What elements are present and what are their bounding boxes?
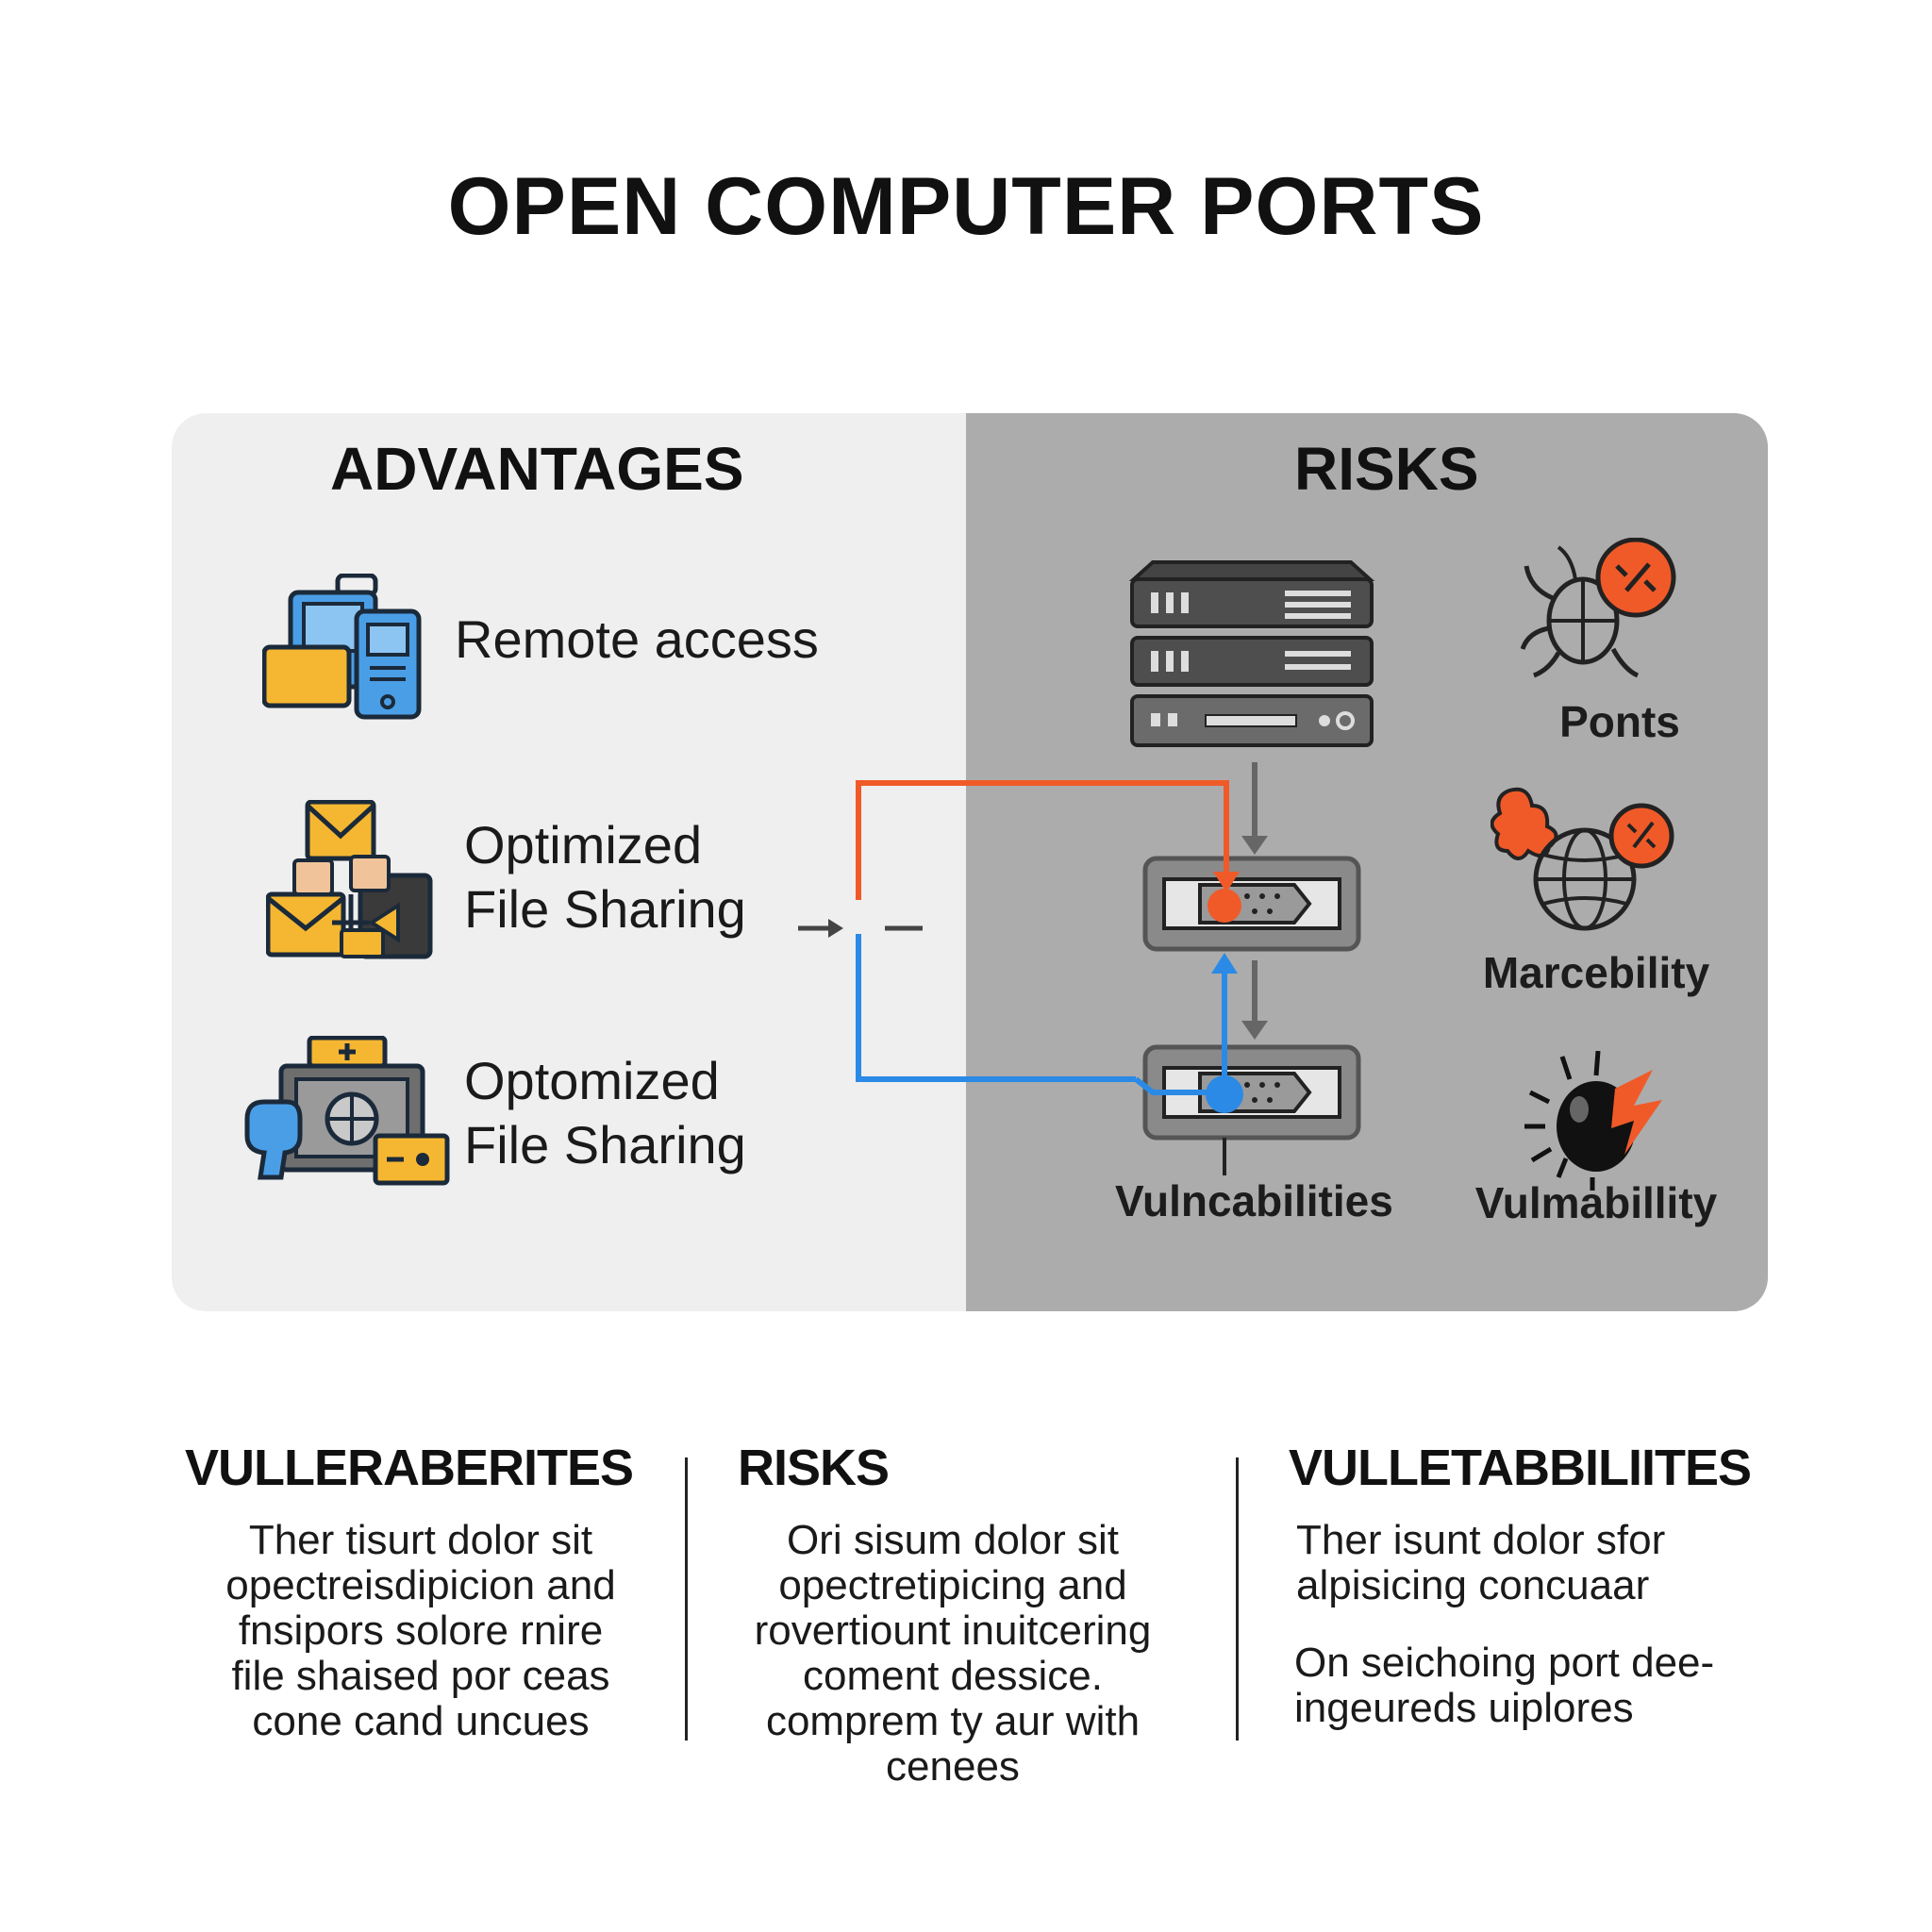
- bottom-column-title: RISKS: [738, 1440, 890, 1496]
- advantage-item-secure-sharing: Optomized File Sharing: [172, 1035, 966, 1224]
- risk-label-globe: Marcebility: [1482, 948, 1710, 997]
- advantages-heading: ADVANTAGES: [330, 435, 744, 503]
- bottom-column-vulnerabilities: VULLERABERITES Ther tisurt dolor sit ope…: [185, 1439, 657, 1744]
- column-divider: [685, 1457, 688, 1740]
- port-connector-icon: [1142, 1044, 1361, 1141]
- port-flow-diagram: [798, 762, 1361, 1175]
- bottom-column-text: Ther isunt dolor sfor alpisicing concuaa…: [1296, 1517, 1666, 1608]
- bottom-column-text: Ori sisum dolor sit opectretipicing and …: [754, 1517, 1152, 1790]
- advantage-label: Remote access: [455, 609, 819, 669]
- bottom-column-risks: RISKS Ori sisum dolor sit opectretipicin…: [717, 1439, 1189, 1790]
- malware-bug-icon: [1521, 1050, 1681, 1197]
- secure-file-sharing-icon: [243, 1035, 451, 1201]
- risk-label-ports: Ponts: [1559, 697, 1680, 746]
- file-sharing-icon: [265, 799, 436, 965]
- advantage-item-file-sharing: Optimized File Sharing: [172, 799, 966, 989]
- advantage-item-remote-access: Remote access: [172, 573, 966, 762]
- server-rack-icon: [1124, 560, 1379, 754]
- remote-devices-icon: [261, 573, 432, 729]
- globe-threat-icon: [1490, 785, 1679, 941]
- bottom-column-title: VULLERABERITES: [185, 1440, 634, 1496]
- advantage-label: Optimized File Sharing: [464, 815, 746, 939]
- blue-port-dot: [1206, 1075, 1243, 1113]
- bug-icon: [1520, 537, 1681, 684]
- orange-connection-line: [856, 780, 1229, 900]
- page-title: OPEN COMPUTER PORTS: [447, 161, 1485, 252]
- bottom-column-title: VULLETABBILIITES: [1289, 1440, 1752, 1496]
- orange-port-dot: [1208, 889, 1241, 923]
- bottom-column-vulnerabilities-2: VULLETABBILIITES Ther isunt dolor sfor a…: [1289, 1439, 1779, 1731]
- port-connector-icon: [1142, 856, 1361, 952]
- risks-heading: RISKS: [1294, 435, 1479, 503]
- bottom-column-text: On seichoing port dee- ingeureds uiplore…: [1294, 1640, 1715, 1731]
- risk-label-malware: Vulmabillity: [1474, 1178, 1718, 1227]
- advantage-label: Optomized File Sharing: [464, 1051, 746, 1174]
- risk-label-server: Vulncabilities: [1115, 1176, 1393, 1225]
- bottom-column-text: Ther tisurt dolor sit opectreisdipicion …: [225, 1517, 616, 1744]
- comparison-panel: ADVANTAGES RISKS Remote access: [172, 413, 1768, 1311]
- blue-connection-line: [856, 934, 1136, 1082]
- column-divider: [1236, 1457, 1239, 1740]
